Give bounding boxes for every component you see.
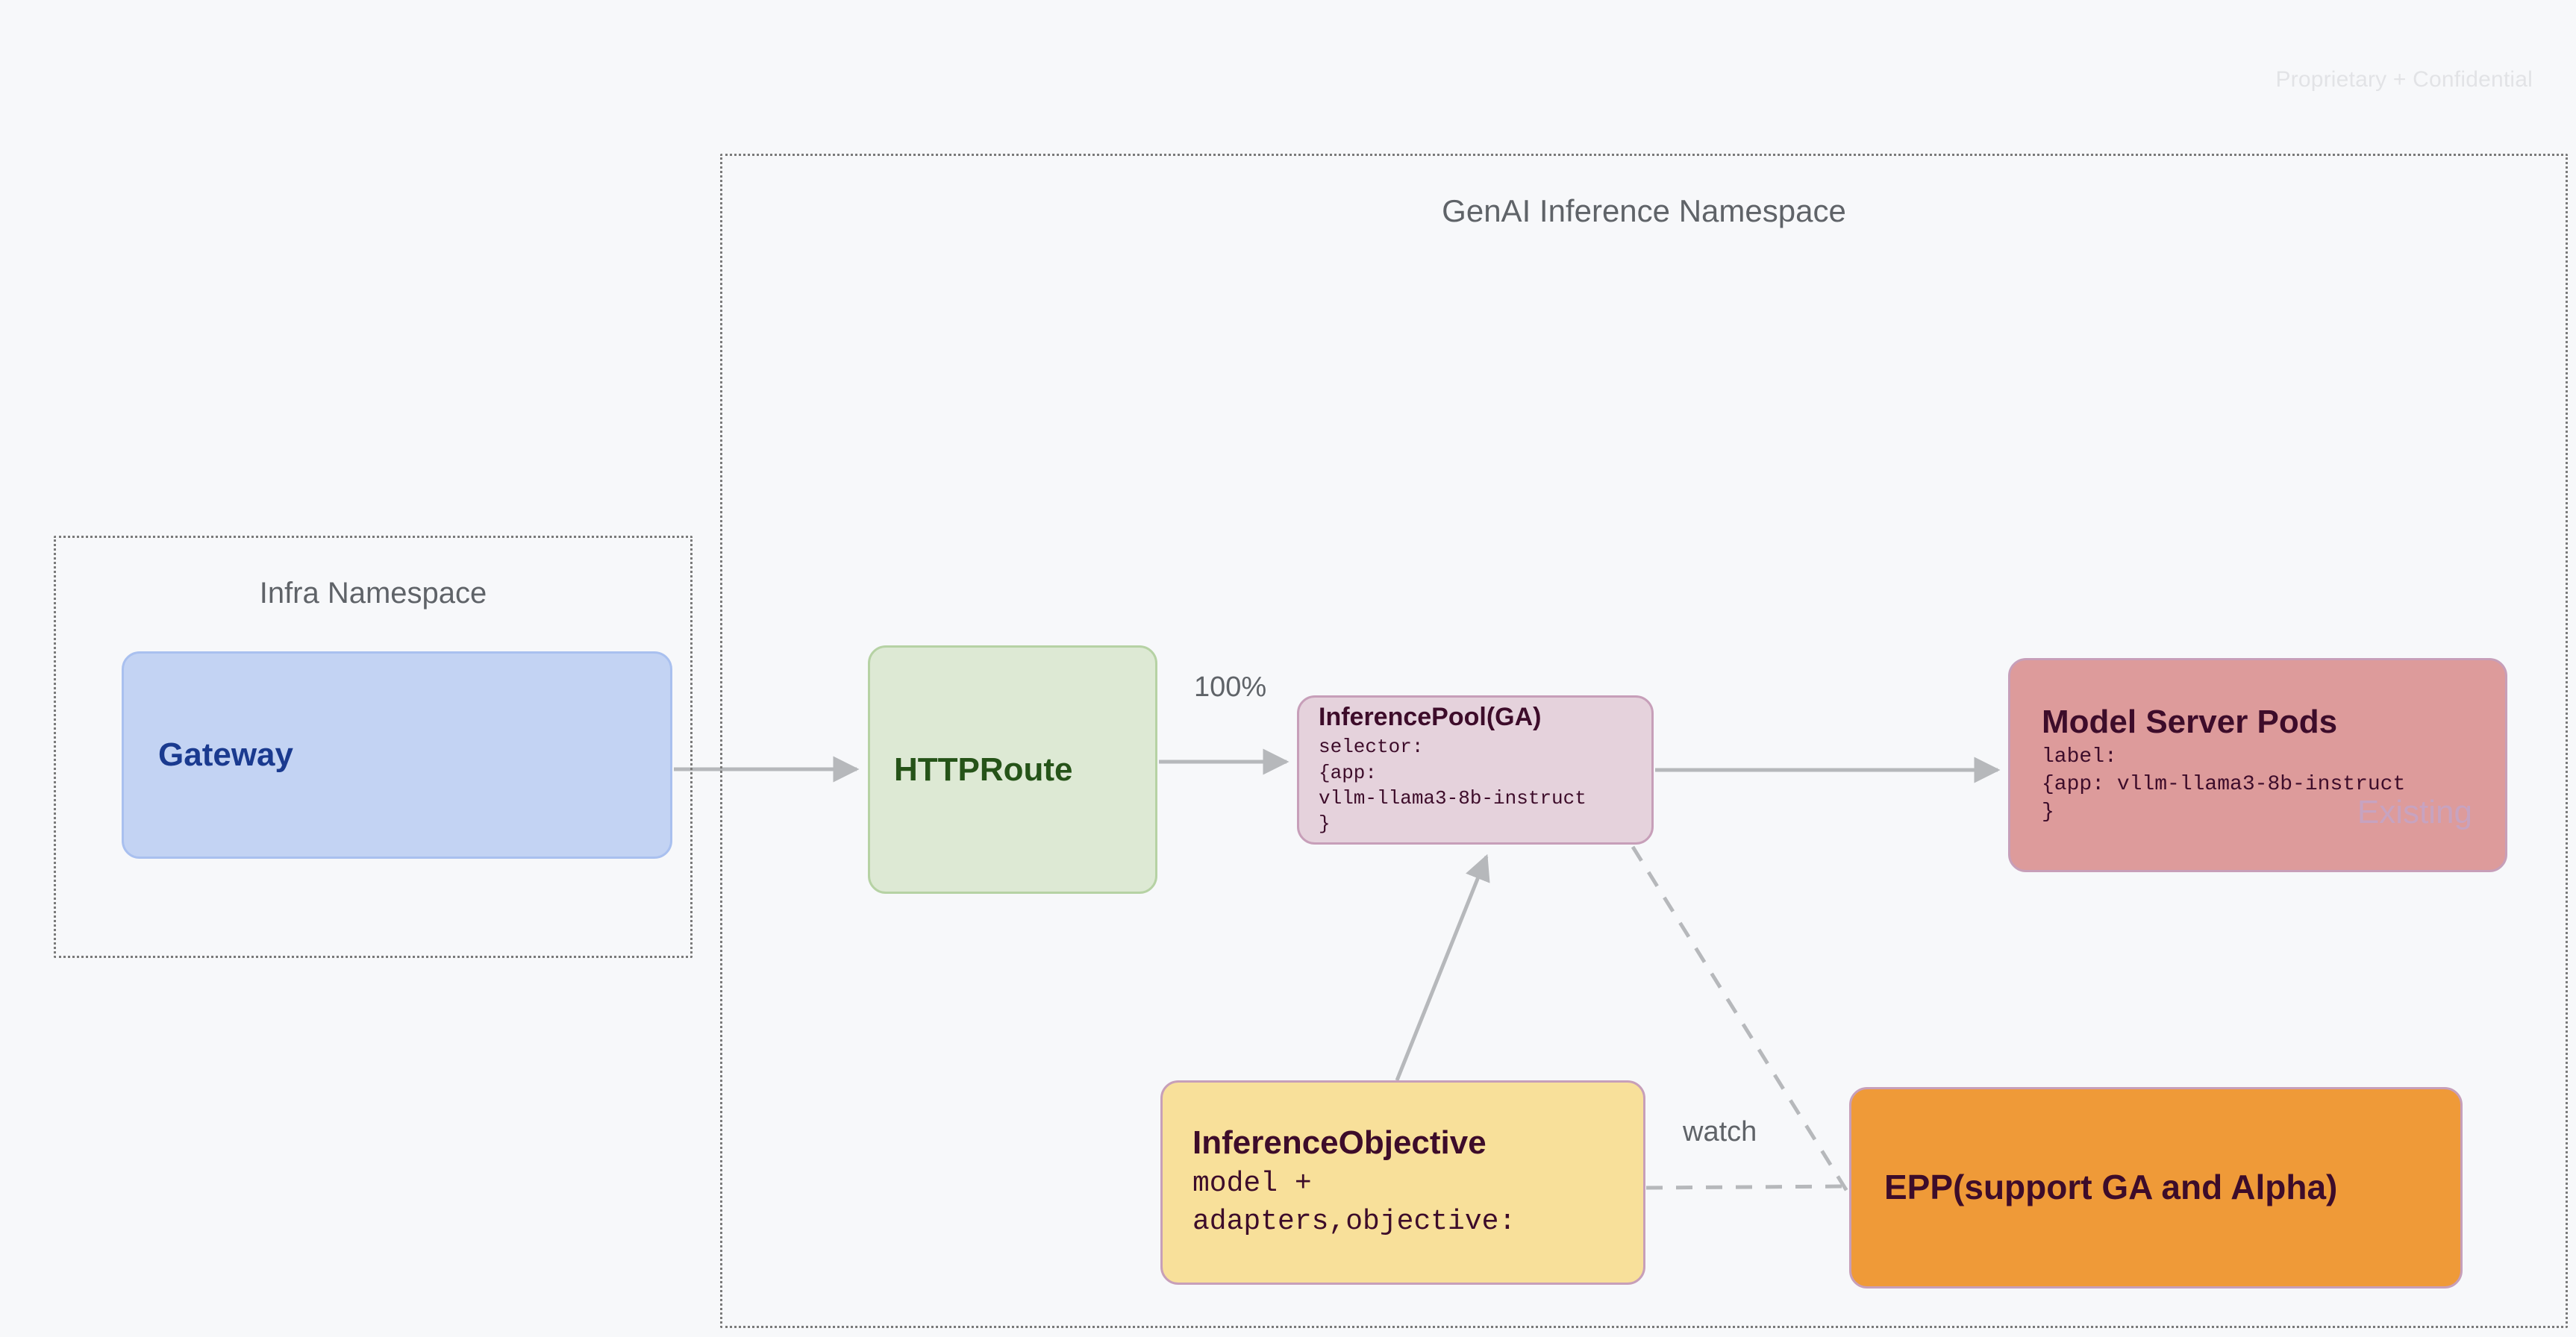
node-inferencepool[interactable]: InferencePool(GA) selector: {app: vllm-l… xyxy=(1297,695,1654,845)
edge-label-traffic-weight: 100% xyxy=(1194,671,1267,703)
namespace-genai-inference-title: GenAI Inference Namespace xyxy=(1442,193,1846,228)
namespace-genai-inference: GenAI Inference Namespace xyxy=(720,154,2568,1328)
edge-label-watch: watch xyxy=(1683,1116,1757,1147)
node-httproute-title: HTTPRoute xyxy=(894,751,1073,788)
node-inferenceobjective-body: model + adapters,objective: xyxy=(1192,1168,1516,1238)
node-model-server-pods[interactable]: Model Server Pods label: {app: vllm-llam… xyxy=(2008,658,2507,872)
node-gateway-title: Gateway xyxy=(158,736,293,774)
namespace-infra-title: Infra Namespace xyxy=(259,577,487,610)
node-gateway[interactable]: Gateway xyxy=(122,651,672,859)
node-httproute[interactable]: HTTPRoute xyxy=(868,645,1157,894)
confidential-notice: Proprietary + Confidential xyxy=(2275,67,2533,92)
node-inferencepool-body: selector: {app: vllm-llama3-8b-instruct … xyxy=(1319,736,1586,836)
node-epp[interactable]: EPP(support GA and Alpha) xyxy=(1849,1087,2463,1289)
node-model-server-pods-body: label: {app: vllm-llama3-8b-instruct } xyxy=(2042,745,2406,824)
node-inferenceobjective[interactable]: InferenceObjective model + adapters,obje… xyxy=(1160,1080,1645,1285)
node-model-server-pods-title: Model Server Pods xyxy=(2042,704,2338,741)
namespace-infra: Infra Namespace xyxy=(54,536,693,958)
node-epp-title: EPP(support GA and Alpha) xyxy=(1884,1168,2338,1207)
node-inferenceobjective-title: InferenceObjective xyxy=(1192,1124,1486,1162)
existing-badge: Existing xyxy=(2357,794,2472,830)
node-inferencepool-title: InferencePool(GA) xyxy=(1319,703,1542,732)
